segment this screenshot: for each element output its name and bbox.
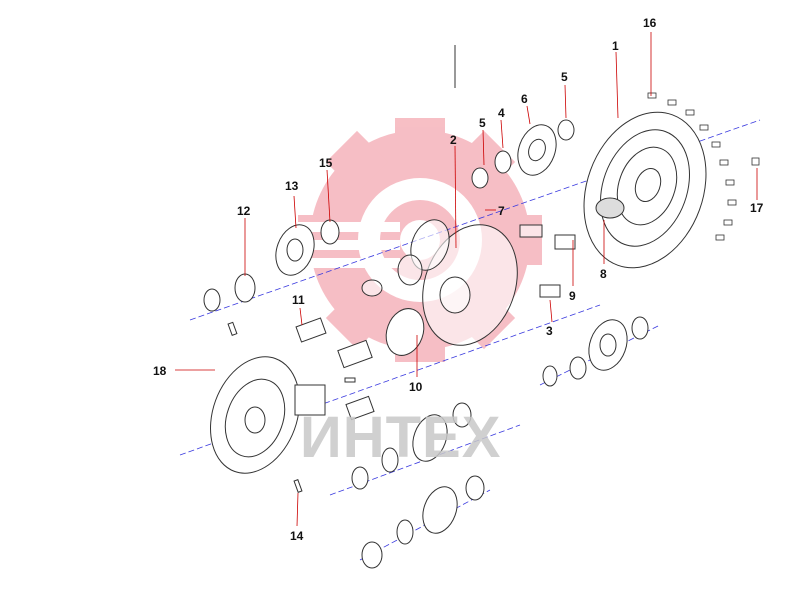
- part-label-4: 4: [498, 106, 505, 120]
- part-label-7: 7: [498, 204, 505, 218]
- gears-upper: [471, 119, 575, 189]
- part-label-9: 9: [569, 289, 576, 303]
- part-label-13: 13: [285, 179, 299, 193]
- part-label-16: 16: [643, 16, 657, 30]
- part-label-2: 2: [450, 133, 457, 147]
- part-label-10: 10: [409, 380, 423, 394]
- part-label-3: 3: [546, 324, 553, 338]
- bolt-set: [647, 92, 760, 241]
- part-label-5a: 5: [479, 116, 486, 130]
- part-label-18: 18: [153, 364, 167, 378]
- leader-lines: [175, 32, 758, 527]
- part-label-1: 1: [612, 39, 619, 53]
- part-label-8: 8: [600, 267, 607, 281]
- housing-left: [210, 356, 326, 493]
- pins-middle: [295, 308, 425, 421]
- part-label-17: 17: [750, 201, 764, 215]
- planet-carrier: [361, 219, 576, 346]
- part-label-14: 14: [290, 529, 304, 543]
- gears-left: [203, 219, 340, 336]
- part-label-5b: 5: [561, 70, 568, 84]
- part-label-6: 6: [521, 92, 528, 106]
- gears-lower: [351, 316, 649, 569]
- housing-right: [583, 111, 707, 269]
- part-label-12: 12: [237, 204, 251, 218]
- part-label-11: 11: [292, 293, 305, 307]
- part-label-15: 15: [319, 156, 333, 170]
- watermark-text: ИНТЕХ: [300, 405, 502, 470]
